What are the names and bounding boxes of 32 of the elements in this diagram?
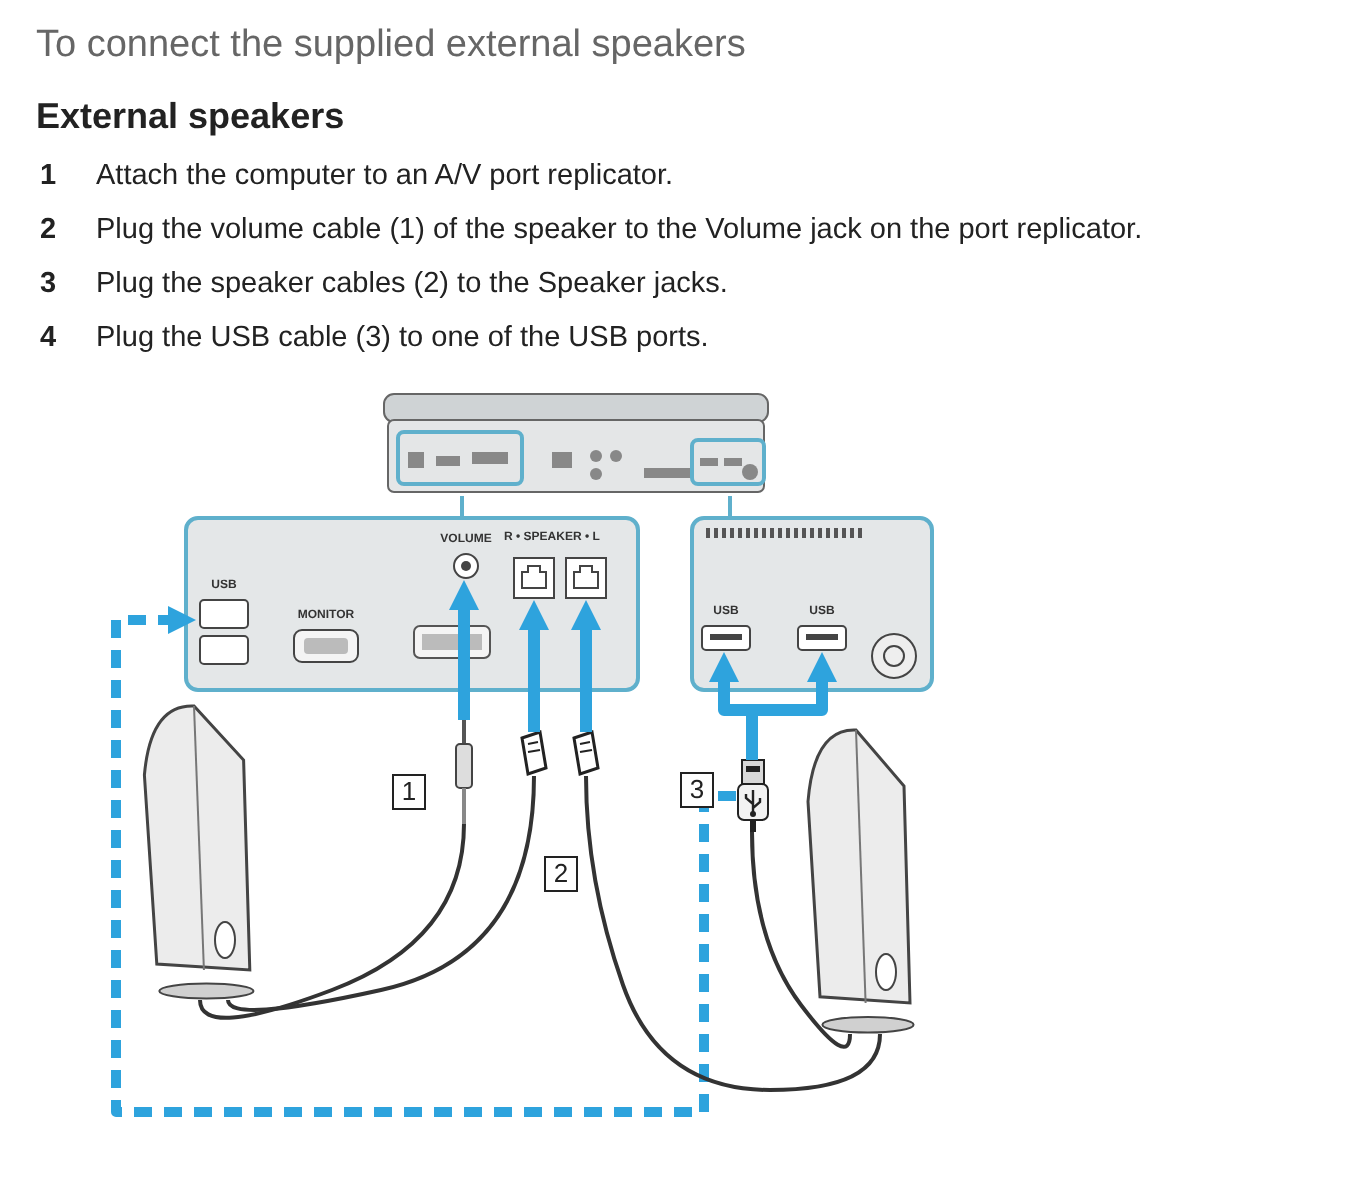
- step-number: 1: [40, 160, 57, 192]
- cable: [460, 496, 464, 516]
- modular-plug-drawing: [520, 732, 548, 776]
- arrow: [111, 606, 736, 1117]
- port-replicator-panel: [184, 516, 640, 692]
- step-text: Plug the USB cable (3) to one of the USB ports.: [96, 322, 709, 354]
- step-text: Attach the computer to an A/V port replicator.: [96, 160, 674, 192]
- step-text: Plug the speaker cables (2) to the Speaker jacks.: [96, 268, 728, 300]
- title: To connect the supplied external speakers: [36, 24, 746, 68]
- callout-number: 1: [392, 774, 426, 810]
- cable: [198, 823, 466, 1020]
- arrow: [571, 600, 601, 732]
- speaker-jack: [512, 556, 556, 600]
- cable: [584, 775, 882, 1092]
- cable: [728, 496, 732, 516]
- audio-plug-drawing: [452, 720, 476, 824]
- cable: [750, 831, 852, 1049]
- step-text: Plug the volume cable (1) of the speaker to the Volume jack on the port replicator.: [96, 214, 1143, 246]
- step-number: 4: [40, 322, 57, 354]
- modular-plug-drawing: [572, 732, 600, 776]
- cable: [226, 775, 536, 1012]
- speaker-jack: [564, 556, 608, 600]
- step-number: 2: [40, 214, 57, 246]
- laptop-drawing: [380, 392, 772, 496]
- side-panel: [690, 516, 934, 692]
- arrow: [519, 600, 549, 732]
- step-number: 3: [40, 268, 57, 300]
- heading: External speakers: [36, 96, 345, 138]
- callout-number: 3: [680, 772, 714, 808]
- arrow: [449, 580, 479, 720]
- usb-plug-drawing: [736, 760, 770, 832]
- callout-number: 2: [544, 856, 578, 892]
